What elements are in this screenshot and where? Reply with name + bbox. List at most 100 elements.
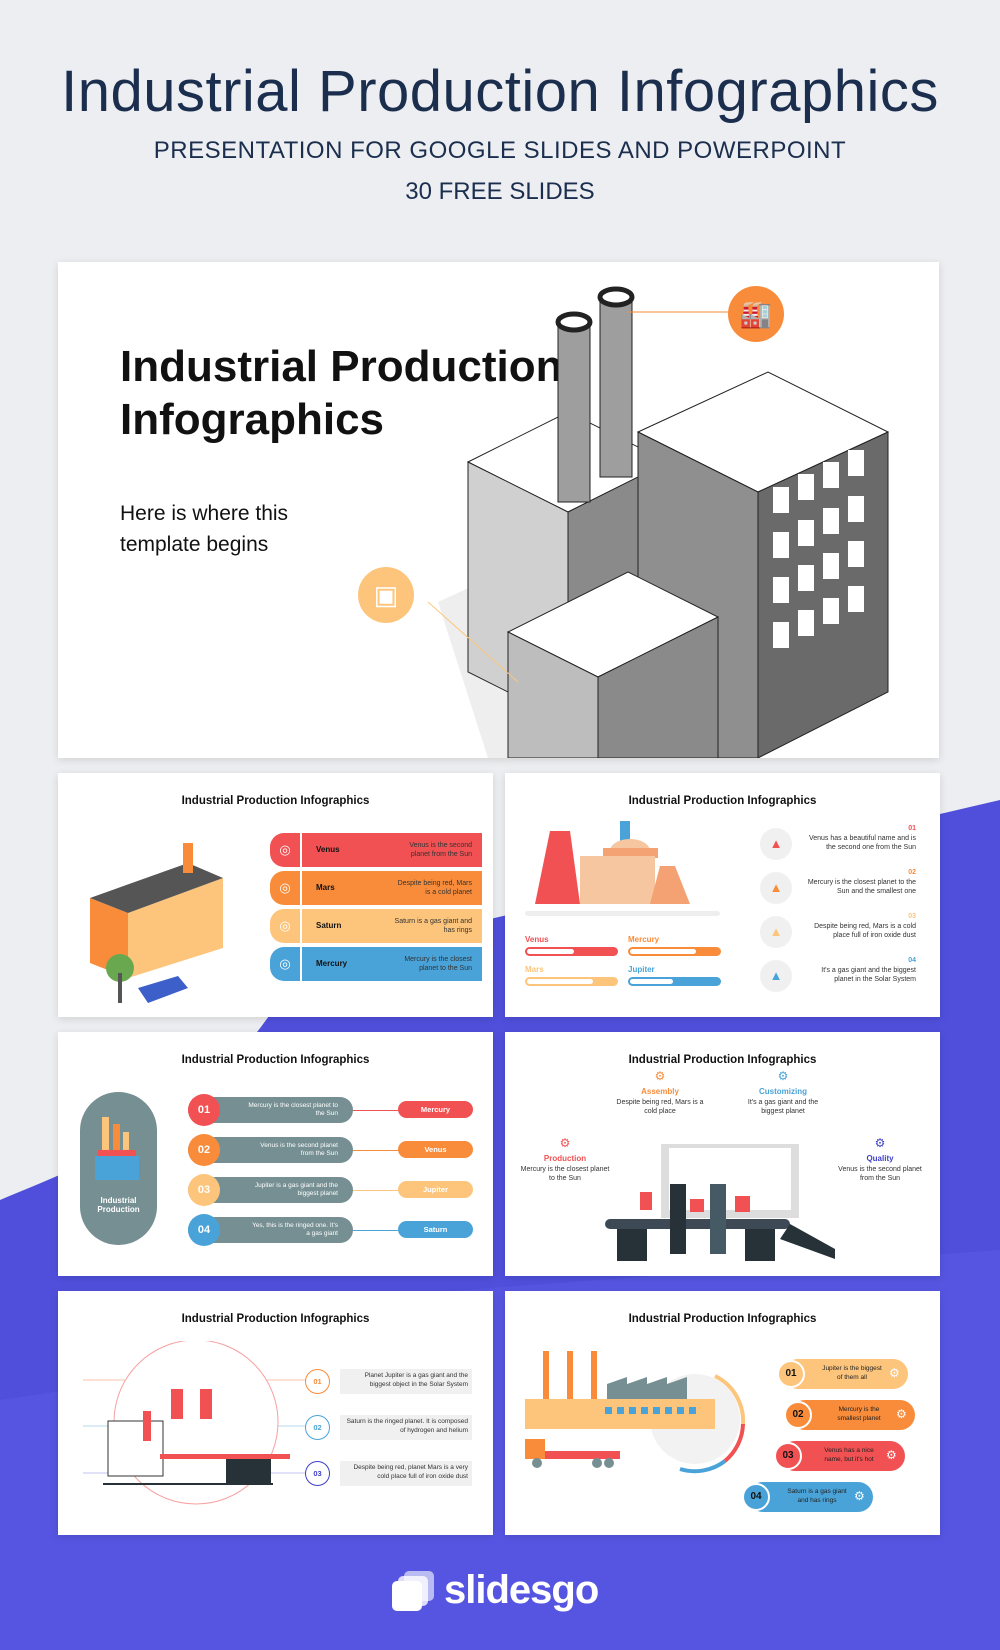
gear-icon: ⚙ [777,1069,789,1083]
page-title: Industrial Production Infographics [61,59,939,124]
slide-6[interactable]: Industrial Production Infographics Jupit… [505,1291,940,1535]
list-item[interactable]: Mercury Mercury is the closest planet to … [302,947,482,981]
item-text: Saturn is the ringed planet. It is compo… [340,1415,472,1440]
item-number: 01 [908,825,916,832]
item-text: Mercury is the closest planet to the Sun [248,1102,338,1117]
item-number: 03 [188,1174,220,1206]
item-text: Yes, this is the ringed one. It's a gas … [252,1222,338,1237]
cooling-tower-icon: ▲ [760,828,792,860]
item-text: Mercury is the closest planet to the Sun… [807,879,916,895]
factory-icon [95,1117,139,1180]
item-number: 03 [305,1461,330,1486]
progress-fill [527,979,593,984]
item-text: It's a gas giant and the biggest planet [747,1099,819,1115]
item-text: Despite being red, Mars is a cold place … [814,923,916,939]
item-text sm: Saturn is a gas giant and has rings [394,918,472,934]
slide-title: Industrial Production Infographics [181,1054,370,1066]
item-name: Customizing [759,1087,807,1096]
item-name: Production [543,1154,587,1163]
item-text: Mercury is the closest planet to the Sun [520,1166,610,1182]
item-number: 02 [784,1401,812,1429]
truck-icon: ▲ [760,960,792,992]
center-label: Industrial Production [97,1196,140,1214]
item-label[interactable]: Mercury [398,1101,473,1118]
slide-count: 30 FREE SLIDES [405,178,595,205]
slidesgo-logo[interactable]: slidesgo [392,1568,599,1613]
gear-icon: ⚙ [874,1136,886,1150]
item-text: Despite being red, Mars is a cold place [616,1099,704,1115]
item-number: 01 [188,1094,220,1126]
item-number: 01 [305,1369,330,1394]
hero-slide[interactable]: Industrial Production Infographics Here … [58,262,939,758]
item-name: Mars [316,883,335,892]
factory-icon: ◎ [270,833,300,867]
item-number: 01 [777,1360,805,1388]
logo-text: slidesgo [444,1568,599,1612]
item-text sm: Mercury is the closest planet to the Sun [404,956,472,972]
gear-icon: ⚙ [854,1489,865,1503]
box-icon: ▣ [358,567,414,623]
item-number: 03 [908,913,916,920]
bar-label: Venus [525,935,549,944]
item-number: 02 [305,1415,330,1440]
slide-2[interactable]: Industrial Production Infographics Venus… [505,773,940,1017]
item-text sm: Despite being red, Mars is a cold planet [397,880,472,896]
factory-icon: 🏭 [728,286,784,342]
connector-line [353,1110,398,1111]
bar-label: Mercury [628,935,660,944]
list-item[interactable]: Mercury is the smallest planet⚙ [790,1400,915,1430]
progress-bar [628,977,721,986]
factory-gauge-illustration [525,1351,746,1474]
gear-icon: ⚙ [654,1069,666,1083]
connector-line [353,1190,398,1191]
page-subtitle: PRESENTATION FOR GOOGLE SLIDES AND POWER… [153,137,847,164]
slide-title: Industrial Production Infographics [628,1054,817,1066]
item-text: Despite being red, planet Mars is a very… [340,1461,472,1486]
item-text: It's a gas giant and the biggest planet … [821,967,916,983]
progress-fill [630,949,696,954]
slide-4[interactable]: Industrial Production Infographics ⚙ Prod… [505,1032,940,1276]
box-icon: ◎ [270,947,300,981]
item-text: Venus has a beautiful name and is the se… [808,835,916,851]
item-text: Venus is the second planet from the Sun [260,1142,338,1157]
gear-icon: ⚙ [559,1136,571,1150]
item-text: Planet Jupiter is a gas giant and the bi… [340,1369,472,1394]
slidesgo-logo-icon [392,1570,434,1611]
slide-1[interactable]: Industrial Production Infographics ◎Venu… [58,773,493,1017]
item-text: Venus is the second planet from the Sun [838,1166,922,1182]
factory-illustration [90,843,223,1003]
item-name: Venus [316,845,340,854]
tools-icon: ⚙ [886,1448,897,1462]
connector-line [353,1230,398,1231]
power-plant-illustration [525,821,720,916]
item-name: Saturn [316,921,342,930]
factory-illustration [428,286,890,758]
bar-label: Mars [525,965,544,974]
bar-label: Jupiter [628,965,655,974]
factory-icon: ▲ [760,916,792,948]
progress-fill [527,949,575,954]
slide-title: Industrial Production Infographics [181,795,370,807]
list-item[interactable]: Mars Despite being red, Mars is a cold pl… [302,871,482,905]
slide-3[interactable]: Industrial Production Infographics Indus… [58,1032,493,1276]
connector-line [353,1150,398,1151]
item-name: Assembly [641,1087,679,1096]
item-number: 04 [742,1483,770,1511]
item-text: Saturn is a gas giant and has rings [787,1488,847,1504]
assembly-line-illustration [605,1144,835,1261]
progress-bar [628,947,721,956]
item-text: Venus has a nice name, but it's hot [824,1447,874,1463]
progress-fill [630,979,673,984]
item-label[interactable]: Jupiter [398,1181,473,1198]
item-label[interactable]: Venus [398,1141,473,1158]
item-name: Mercury [316,959,348,968]
progress-bar [525,977,618,986]
slide-title: Industrial Production Infographics [628,1313,817,1325]
progress-bar [525,947,618,956]
list-item[interactable]: Saturn Saturn is a gas giant and has ring… [302,909,482,943]
item-label[interactable]: Saturn [398,1221,473,1238]
slide-title: Industrial Production Infographics [628,795,817,807]
item-text: Jupiter is a gas giant and the biggest p… [254,1182,338,1197]
